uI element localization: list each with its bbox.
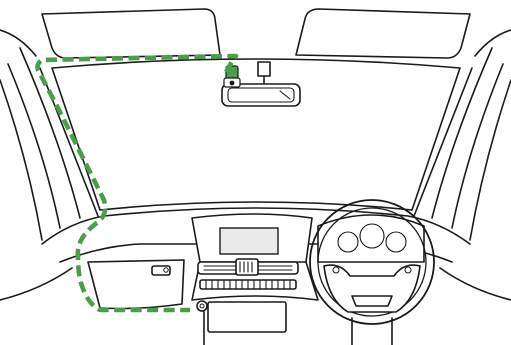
glovebox [87,259,185,310]
rear-view-mirror [221,61,301,107]
roof-edge-left [0,29,37,57]
infotainment-screen [219,227,279,255]
door-trim-left [0,267,73,301]
sun-visor-left [41,8,221,59]
power-socket [196,300,208,345]
roof-edge-right [474,29,511,57]
centre-air-vent [197,258,299,276]
steering-wheel [309,199,435,345]
a-pillar-right [413,47,511,241]
sun-visor-right [295,8,471,59]
door-trim-right [439,267,511,301]
cable-route [35,53,239,313]
windscreen [51,58,461,211]
centre-console [191,213,319,333]
a-pillar-left [0,47,99,241]
instrument-cluster [317,214,425,263]
dashboard [41,207,471,245]
